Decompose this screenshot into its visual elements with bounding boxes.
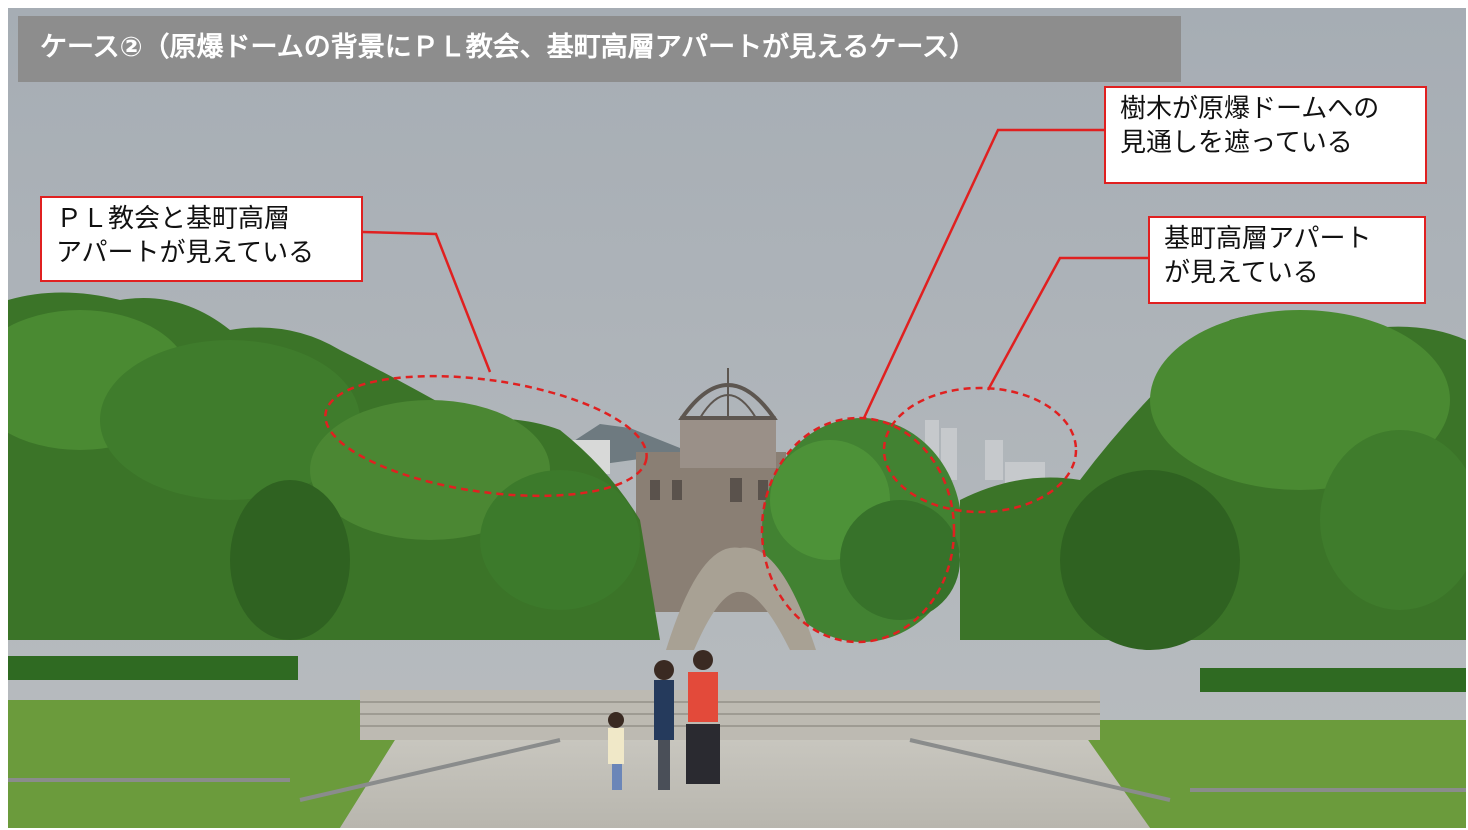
trees-right <box>960 310 1466 650</box>
callout-apartments-visible: 基町高層アパート が見えている <box>1148 216 1426 304</box>
callout-pl-church-visible: ＰＬ教会と基町高層 アパートが見えている <box>40 196 363 282</box>
visitors <box>608 650 720 790</box>
callout-line: アパートが見えている <box>56 238 315 268</box>
callout-line: ＰＬ教会と基町高層 <box>56 204 291 234</box>
callout-line: が見えている <box>1164 258 1319 288</box>
lawn-right <box>1060 720 1466 828</box>
callout-line: 基町高層アパート <box>1164 224 1372 254</box>
hedge-left <box>8 656 298 680</box>
callout-trees-blocking: 樹木が原爆ドームへの 見通しを遮っている <box>1104 86 1427 184</box>
callout-line: 樹木が原爆ドームへの <box>1120 94 1380 124</box>
railings <box>8 738 1466 802</box>
callout-line: 見通しを遮っている <box>1120 128 1353 158</box>
hedge-right <box>1200 668 1466 692</box>
case-title: ケース②（原爆ドームの背景にＰＬ教会、基町高層アパートが見えるケース） <box>18 16 1181 82</box>
